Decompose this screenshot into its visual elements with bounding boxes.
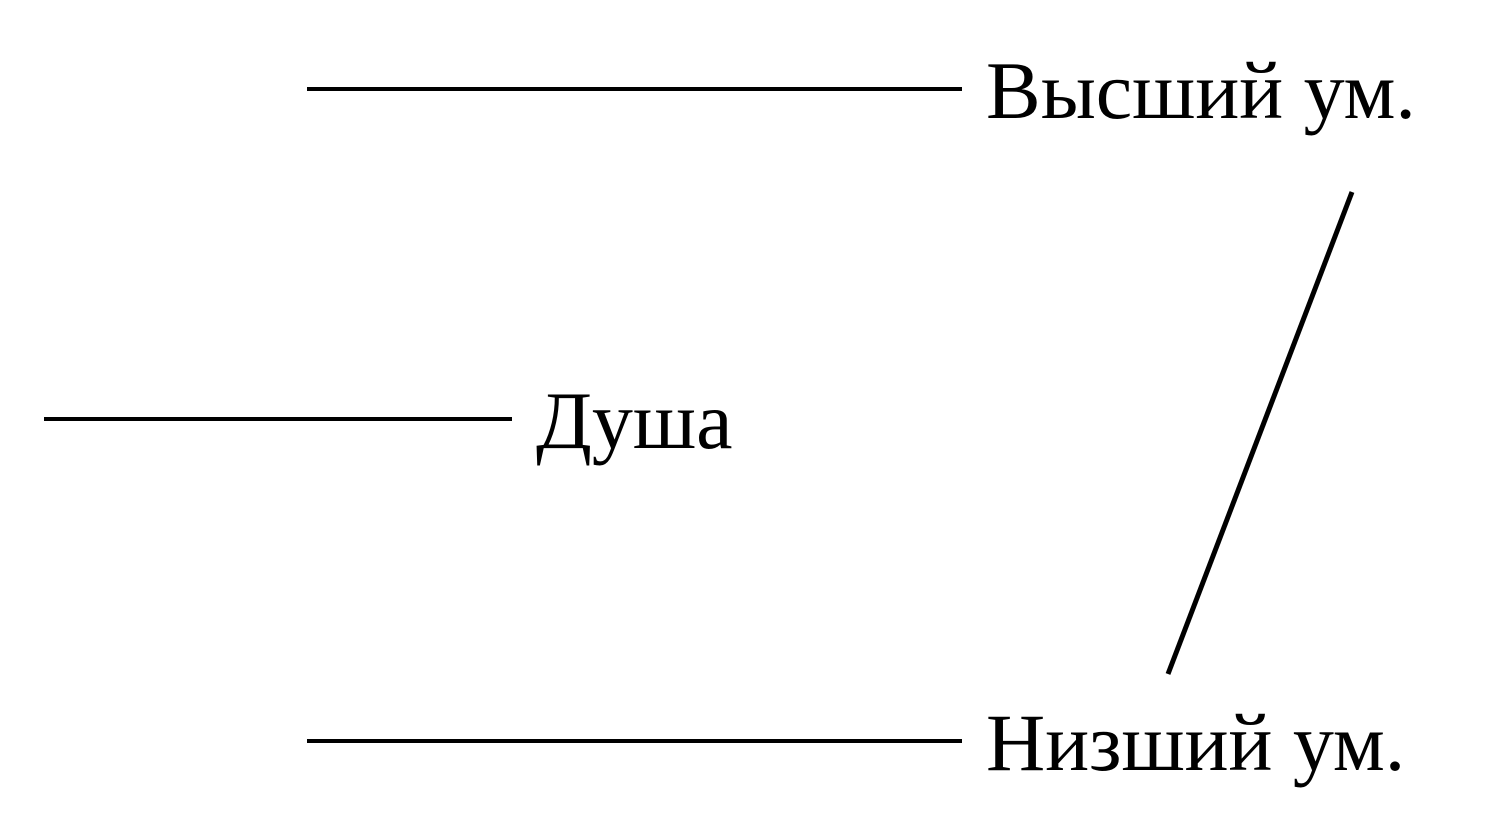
higher-mind-label: Высший ум. bbox=[986, 45, 1416, 136]
connector-line bbox=[1165, 191, 1355, 675]
lower-mind-label: Низший ум. bbox=[986, 697, 1406, 788]
soul-label: Душа bbox=[536, 375, 733, 466]
